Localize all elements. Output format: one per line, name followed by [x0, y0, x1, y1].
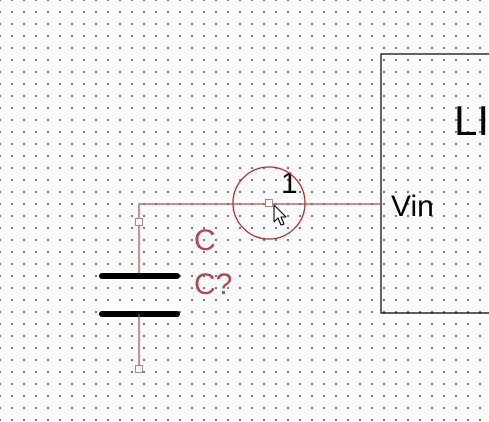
component-symbol[interactable]: LI Vin 1 [281, 53, 489, 314]
capacitor-symbol[interactable]: C C? [99, 218, 232, 373]
pin-name-label: Vin [391, 190, 434, 223]
pin-number-label: 1 [281, 167, 298, 200]
wire[interactable] [138, 203, 381, 222]
mouse-pointer-icon [273, 204, 287, 226]
capacitor-ref-label: C? [194, 268, 232, 301]
connection-highlight-circle [232, 166, 306, 240]
component-body-outline[interactable] [380, 53, 489, 314]
capacitor-bottom-handle[interactable] [135, 365, 143, 373]
capacitor-top-handle[interactable] [135, 218, 143, 226]
component-body-label: LI [454, 97, 489, 144]
pin-connection-handle[interactable] [265, 199, 273, 207]
capacitor-name-label: C [194, 224, 216, 257]
wire-net[interactable] [138, 203, 381, 222]
